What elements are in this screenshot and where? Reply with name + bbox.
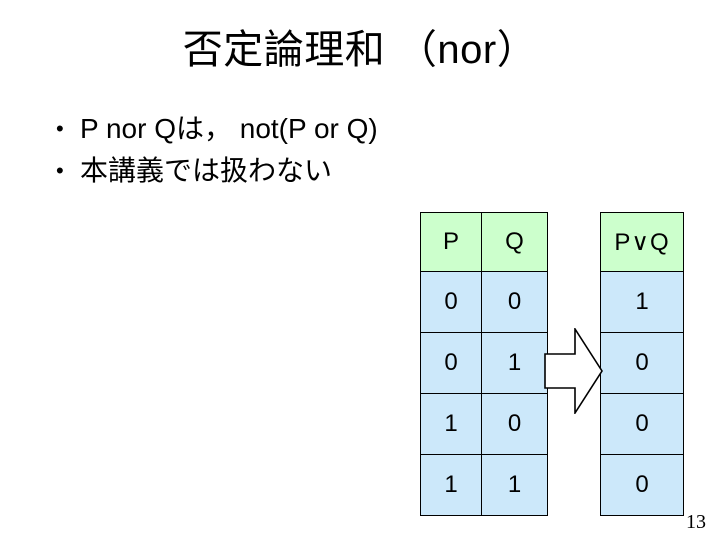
column-header-q: Q [481,212,548,272]
right-block-arrow-icon [544,328,604,414]
cell-result: 1 [600,271,684,333]
cell-result: 0 [600,454,684,516]
table-row: 1 [600,271,684,333]
bullet-text: 本講義では扱わない [80,155,333,186]
cell-p: 1 [420,454,482,516]
cell-q: 0 [481,271,548,333]
page-title: 否定論理和 （nor） [182,28,538,72]
bullet-list: • P nor Qは， not(P or Q) • 本講義では扱わない [56,108,526,192]
page-number: 13 [686,511,706,533]
column-header-p: P [420,212,482,272]
cell-q: 1 [481,332,548,394]
bullet-marker-icon: • [56,116,64,141]
bullet-text: P nor Qは， not(P or Q) [80,113,378,144]
cell-p: 1 [420,393,482,455]
cell-p: 0 [420,332,482,394]
truth-table-output: P∨Q 1 0 0 0 [600,212,684,516]
table-row: 0 [600,393,684,455]
table-row: 0 [600,332,684,394]
table-row: 1 1 [420,454,548,516]
cell-result: 0 [600,393,684,455]
table-header-row: P∨Q [600,212,684,272]
truth-table: P Q 0 0 0 1 1 0 1 1 [420,212,684,516]
cell-p: 0 [420,271,482,333]
column-header-result: P∨Q [600,212,684,272]
table-row: 0 0 [420,271,548,333]
truth-table-inputs: P Q 0 0 0 1 1 0 1 1 [420,212,548,516]
table-header-row: P Q [420,212,548,272]
cell-q: 1 [481,454,548,516]
cell-q: 0 [481,393,548,455]
list-item: • 本講義では扱わない [56,150,526,192]
table-row: 1 0 [420,393,548,455]
list-item: • P nor Qは， not(P or Q) [56,108,526,150]
cell-result: 0 [600,332,684,394]
bullet-marker-icon: • [56,158,64,183]
table-row: 0 1 [420,332,548,394]
table-row: 0 [600,454,684,516]
